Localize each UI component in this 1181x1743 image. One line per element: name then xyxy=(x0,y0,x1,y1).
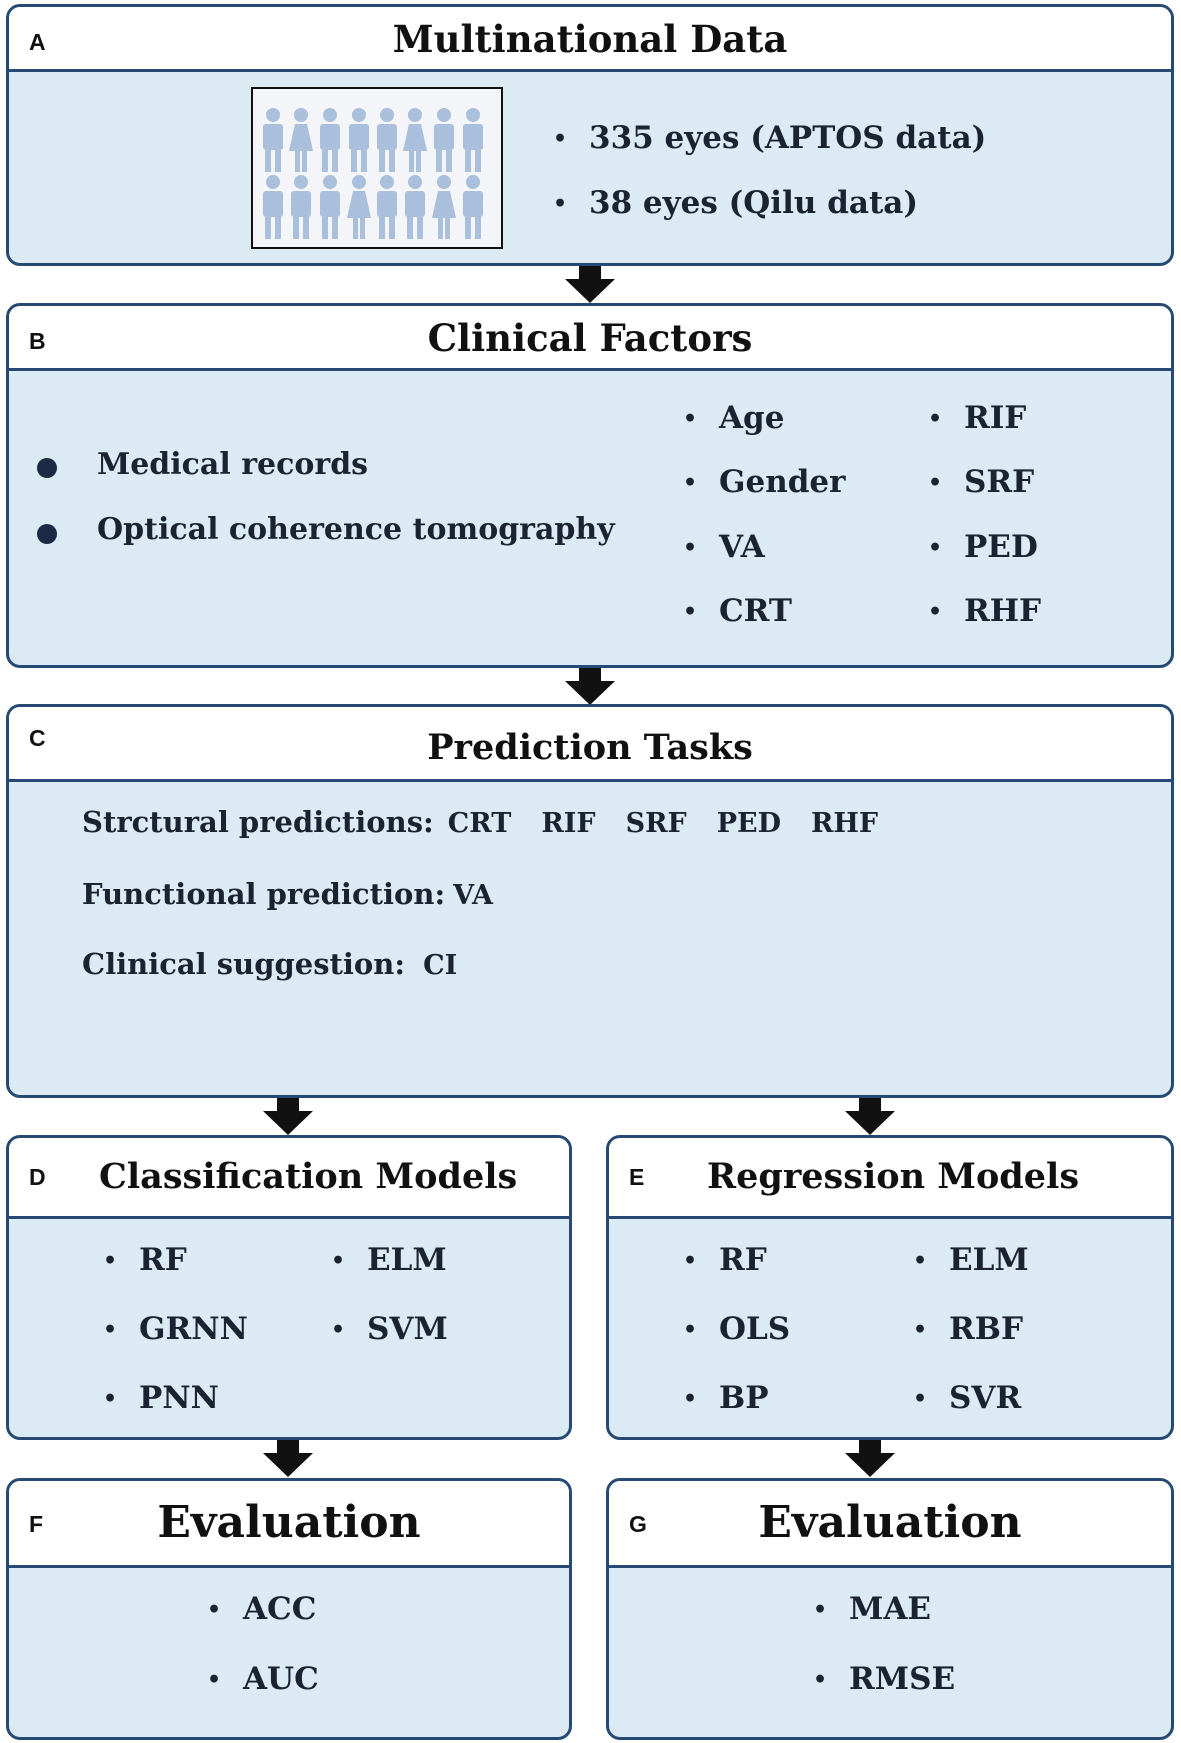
structural-item: SRF xyxy=(625,808,687,839)
regression-model: SVR xyxy=(913,1380,1021,1416)
panel-f-header: F Evaluation xyxy=(9,1481,569,1568)
factor-item: VA xyxy=(683,529,764,565)
bullet-dot-icon xyxy=(37,458,57,478)
panel-a-item: 38 eyes (Qilu data) xyxy=(553,185,918,221)
panel-d-title: Classification Models xyxy=(99,1156,518,1197)
structural-item: RHF xyxy=(810,808,879,839)
structural-item: CRT xyxy=(447,808,512,839)
classification-model: ELM xyxy=(331,1242,447,1278)
panel-c: C Prediction Tasks Strctural predictions… xyxy=(6,704,1174,1098)
clinical-item: CI xyxy=(423,950,458,981)
clinical-suggestion: Clinical suggestion: CI xyxy=(82,947,457,981)
people-figure xyxy=(251,87,503,249)
panel-a-item: 335 eyes (APTOS data) xyxy=(553,120,986,156)
evaluation-metric: MAE xyxy=(813,1591,931,1627)
panel-g-letter: G xyxy=(629,1511,647,1537)
functional-prediction: Functional prediction:VA xyxy=(82,877,493,911)
evaluation-metric: ACC xyxy=(207,1591,317,1627)
panel-e-letter: E xyxy=(629,1164,645,1190)
factor-item: Age xyxy=(683,400,785,436)
classification-model: SVM xyxy=(331,1311,448,1347)
bullet-dot-icon xyxy=(37,524,57,544)
panel-g: G Evaluation MAE RMSE xyxy=(606,1478,1174,1740)
regression-model: BP xyxy=(683,1380,768,1416)
classification-model: RF xyxy=(103,1242,187,1278)
panel-c-title: Prediction Tasks xyxy=(427,727,753,768)
panel-d-letter: D xyxy=(29,1164,46,1190)
regression-model: RBF xyxy=(913,1311,1023,1347)
factor-item: SRF xyxy=(928,464,1034,500)
panel-c-header: C Prediction Tasks xyxy=(9,707,1171,782)
panel-b-letter: B xyxy=(29,328,46,354)
regression-model: OLS xyxy=(683,1311,790,1347)
panel-f-title: Evaluation xyxy=(157,1497,421,1548)
panel-f-letter: F xyxy=(29,1511,44,1537)
source-medical-records: Medical records xyxy=(97,447,369,482)
panel-a: A Multinational Data xyxy=(6,4,1174,266)
panel-b: B Clinical Factors Medical records Optic… xyxy=(6,303,1174,668)
source-oct: Optical coherence tomography xyxy=(97,512,615,547)
structural-predictions: Strctural predictions: CRT RIF SRF PED RHF xyxy=(82,805,878,839)
panel-e-header: E Regression Models xyxy=(609,1138,1171,1219)
factor-item: CRT xyxy=(683,593,792,629)
panel-b-header: B Clinical Factors xyxy=(9,306,1171,371)
classification-model: GRNN xyxy=(103,1311,248,1347)
functional-label: Functional prediction: xyxy=(82,877,446,911)
panel-a-header: A Multinational Data xyxy=(9,7,1171,72)
panel-b-title: Clinical Factors xyxy=(427,316,753,360)
functional-item: VA xyxy=(453,880,493,911)
factor-item: PED xyxy=(928,529,1038,565)
classification-model: PNN xyxy=(103,1380,219,1416)
evaluation-metric: RMSE xyxy=(813,1661,955,1697)
panel-a-title: Multinational Data xyxy=(392,17,788,61)
panel-g-header: G Evaluation xyxy=(609,1481,1171,1568)
evaluation-metric: AUC xyxy=(207,1661,319,1697)
panel-a-letter: A xyxy=(29,29,46,55)
structural-label: Strctural predictions: xyxy=(82,805,434,839)
people-icon xyxy=(263,108,483,239)
panel-e: E Regression Models RF OLS BP ELM RBF SV… xyxy=(606,1135,1174,1440)
factor-item: Gender xyxy=(683,464,846,500)
clinical-label: Clinical suggestion: xyxy=(82,947,406,981)
panel-g-title: Evaluation xyxy=(758,1497,1022,1548)
factor-item: RHF xyxy=(928,593,1041,629)
factor-item: RIF xyxy=(928,400,1026,436)
regression-model: ELM xyxy=(913,1242,1029,1278)
structural-item: RIF xyxy=(541,808,596,839)
panel-d-header: D Classification Models xyxy=(9,1138,569,1219)
panel-d: D Classification Models RF GRNN PNN ELM … xyxy=(6,1135,572,1440)
panel-f: F Evaluation ACC AUC xyxy=(6,1478,572,1740)
regression-model: RF xyxy=(683,1242,767,1278)
structural-item: PED xyxy=(716,808,781,839)
panel-c-letter: C xyxy=(29,725,46,751)
panel-e-title: Regression Models xyxy=(707,1156,1080,1197)
